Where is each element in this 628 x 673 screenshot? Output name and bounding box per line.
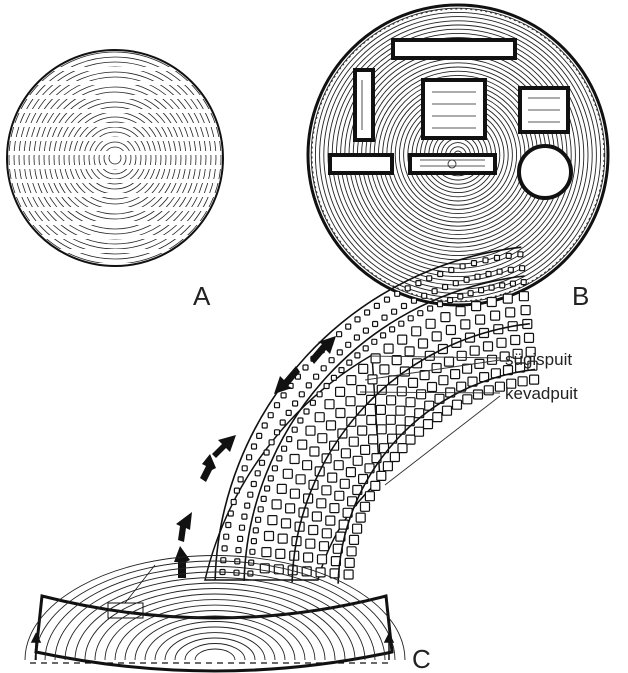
board-vertical	[355, 70, 373, 140]
board-center	[410, 155, 495, 173]
arrow-icon	[274, 366, 300, 394]
board-top	[393, 40, 515, 58]
arrow-icon	[200, 454, 216, 482]
log-cross-section-a	[0, 50, 240, 267]
arrow-icon	[176, 512, 192, 542]
annotation-kevadpuit: kevadpuit	[505, 384, 578, 403]
board-left	[330, 155, 392, 173]
square-center	[423, 80, 485, 138]
annotation-sugispuit: sügispuit	[505, 350, 572, 369]
panel-a: A	[0, 50, 240, 311]
arrow-icon	[212, 435, 236, 458]
panel-b: B	[308, 5, 608, 311]
round-right	[519, 146, 571, 198]
panel-a-label: A	[193, 281, 211, 311]
panel-b-label: B	[572, 281, 589, 311]
cell-structure-detail	[205, 247, 539, 584]
panel-c-label: C	[412, 644, 431, 673]
panel-c: sügispuit kevadpuit C	[25, 247, 578, 673]
